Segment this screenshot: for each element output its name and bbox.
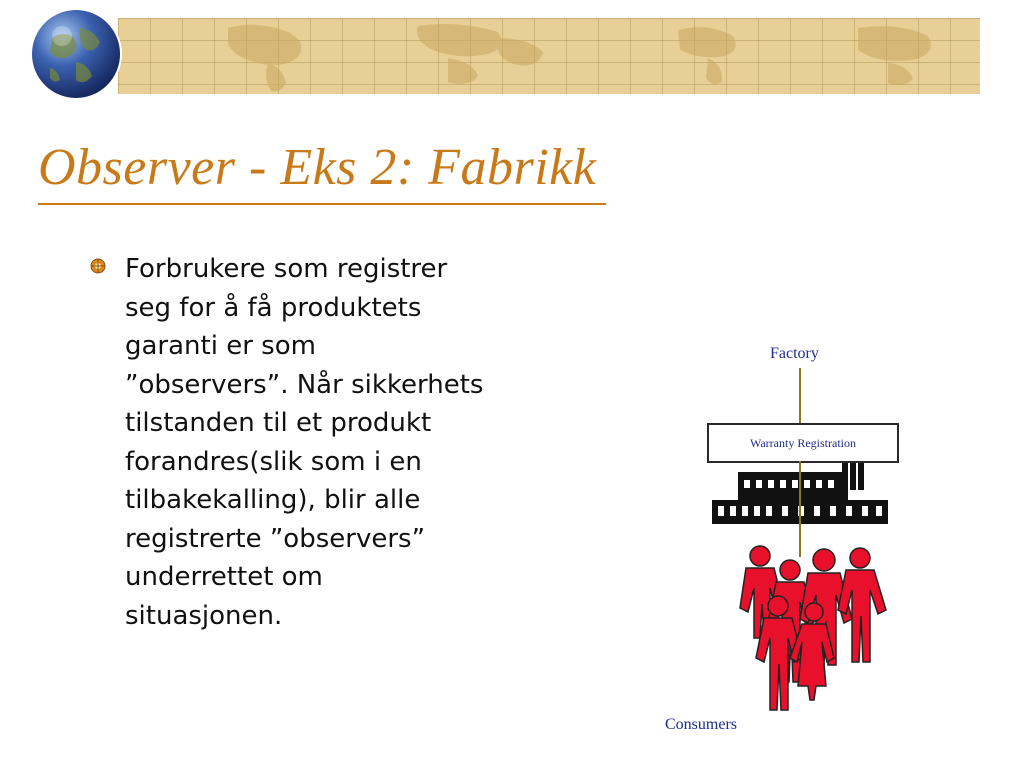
bullet-text: Forbrukere som registrer seg for å få pr… xyxy=(125,254,484,631)
bullet-icon xyxy=(90,258,106,274)
consumers-label: Consumers xyxy=(665,716,737,733)
connector-warranty-consumers xyxy=(799,461,801,557)
warranty-registration-label: Warranty Registration xyxy=(749,435,856,450)
connector-factory-warranty xyxy=(799,368,801,424)
consumers-icon xyxy=(739,545,887,711)
title-underline xyxy=(38,203,606,205)
slide-title: Observer - Eks 2: Fabrikk xyxy=(38,139,597,196)
warranty-registration-box: Warranty Registration xyxy=(707,423,899,463)
world-map-banner xyxy=(118,18,980,94)
globe-icon xyxy=(32,10,120,98)
factory-label: Factory xyxy=(770,345,819,362)
